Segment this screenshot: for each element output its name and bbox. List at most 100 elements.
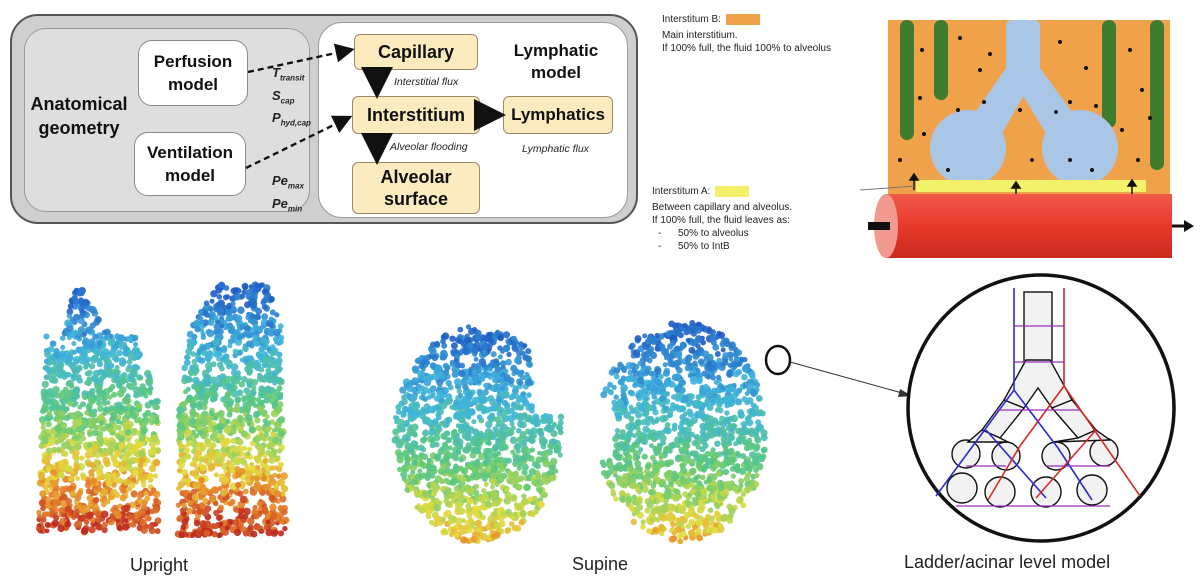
fluid-particle (1094, 104, 1098, 108)
lung-point (122, 523, 130, 531)
lung-point (395, 409, 402, 415)
lung-point (660, 439, 666, 446)
lung-point (230, 305, 237, 312)
lung-point (477, 433, 484, 439)
lung-point (691, 450, 699, 458)
capillary-box: Capillary (354, 34, 478, 70)
lung-point (97, 405, 104, 412)
lung-point (654, 367, 662, 375)
lung-point (242, 488, 249, 495)
lung-point (50, 469, 57, 476)
lung-point (80, 526, 89, 535)
lung-point (234, 465, 241, 472)
lung-point (203, 311, 210, 318)
lung-point (237, 521, 244, 528)
lung-point (204, 437, 211, 445)
lung-point (556, 425, 563, 432)
lung-point (77, 489, 84, 497)
lung-point (210, 290, 218, 298)
lung-point (511, 335, 517, 342)
lung-point (705, 459, 711, 465)
lung-point (176, 406, 184, 414)
lung-point (145, 457, 151, 464)
lung-point (96, 469, 104, 477)
lung-point (515, 398, 522, 405)
interstitium-b-desc2: If 100% full, the fluid 100% to alveolus (662, 43, 831, 54)
lung-point (44, 350, 52, 358)
lung-point (141, 420, 148, 427)
lung-point (53, 514, 60, 521)
lung-point (727, 447, 735, 455)
lung-point (202, 373, 208, 379)
lung-point (80, 401, 86, 408)
lung-point (626, 430, 633, 438)
lymph-vessel-4 (1150, 20, 1164, 170)
lung-point (144, 436, 150, 442)
lung-point (644, 468, 651, 475)
lung-point (480, 373, 487, 380)
lung-point (613, 373, 620, 380)
flux-up-arrows (908, 172, 1138, 200)
lung-point (664, 348, 670, 353)
lung-point (461, 395, 469, 404)
lung-point (70, 491, 77, 497)
lung-point (255, 397, 262, 403)
lung-point (258, 528, 264, 534)
lung-point (650, 454, 656, 461)
lung-point (129, 405, 136, 412)
lung-point (634, 335, 642, 343)
lung-point (455, 450, 462, 456)
lung-point (66, 485, 72, 492)
bullet1-text: 50% to alveolus (678, 228, 749, 239)
lung-point (37, 514, 43, 520)
lung-point (58, 462, 66, 470)
lung-point (59, 486, 67, 494)
lung-point (435, 404, 441, 411)
lung-point (635, 426, 641, 432)
lung-point (117, 442, 125, 450)
lung-point (741, 396, 748, 403)
lung-point (184, 354, 189, 360)
lung-point (96, 361, 103, 368)
fluid-particle (1058, 40, 1062, 44)
lung-point (421, 436, 428, 443)
lung-point (482, 432, 488, 438)
lung-point (202, 497, 209, 505)
lung-point (495, 361, 501, 367)
lung-point (494, 366, 502, 374)
lung-point (68, 476, 74, 482)
lung-point (265, 426, 271, 432)
lung-point (40, 424, 46, 431)
lung-point (700, 474, 706, 481)
lung-point (106, 371, 114, 379)
lung-point (133, 352, 142, 361)
lung-point (402, 434, 410, 442)
lung-point (237, 490, 244, 497)
lung-point (238, 381, 246, 388)
lung-point (144, 514, 151, 522)
lung-point (529, 447, 535, 453)
lung-point (65, 444, 72, 450)
lung-point (114, 364, 120, 370)
lung-point (509, 421, 515, 427)
lung-point (245, 314, 252, 321)
lung-point (491, 362, 498, 369)
lung-point (199, 483, 207, 490)
lung-point (498, 444, 505, 452)
lung-point (642, 439, 648, 445)
lung-point (618, 495, 626, 502)
fluid-particle (958, 36, 962, 40)
lung-point (430, 373, 437, 380)
lung-point (710, 465, 717, 472)
lung-point (461, 477, 467, 483)
lung-point (187, 499, 194, 506)
lung-point (239, 293, 246, 300)
lung-point (694, 438, 702, 446)
lung-point (232, 519, 240, 527)
parameter-symbol: P (272, 110, 281, 126)
lung-point (208, 351, 214, 357)
lung-point (77, 288, 84, 296)
lung-point (753, 472, 760, 479)
lung-point (671, 426, 678, 432)
lung-point (267, 436, 274, 442)
